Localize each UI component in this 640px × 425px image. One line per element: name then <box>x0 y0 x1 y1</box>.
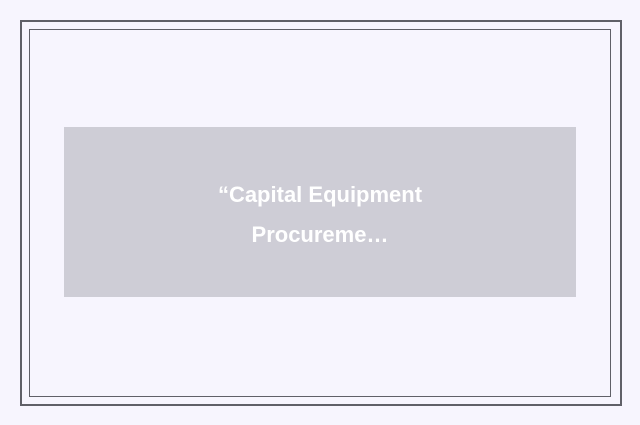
inner-frame <box>29 29 611 397</box>
card-title: “Capital Equipment Procureme… <box>217 182 423 247</box>
outer-frame <box>20 20 622 406</box>
title-card[interactable]: “Capital Equipment Procureme… <box>64 127 576 297</box>
card-subtitle <box>64 267 576 273</box>
